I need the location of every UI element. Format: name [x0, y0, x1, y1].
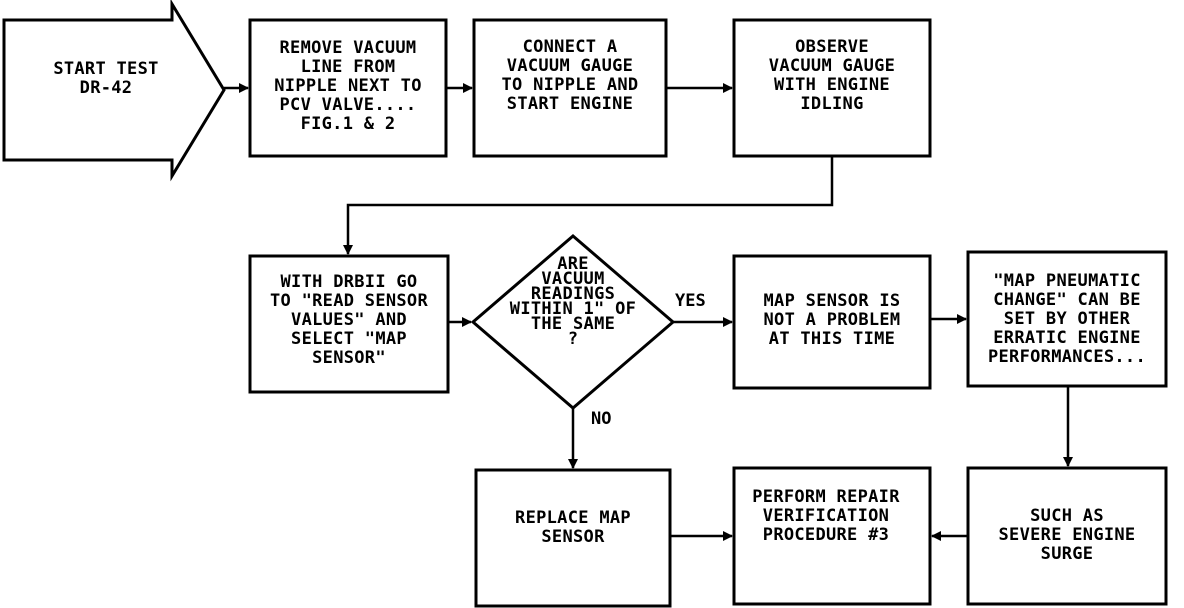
connect-gauge-box	[472, 18, 668, 158]
replace-line-1: REPLACE MAP	[515, 508, 631, 528]
decision-line-6: ?	[568, 329, 579, 349]
not-problem-box	[732, 254, 932, 390]
observe-gauge-box	[732, 18, 932, 158]
decision-line-2: VACUUM	[541, 269, 604, 289]
surge-line-2: SEVERE ENGINE	[999, 525, 1136, 545]
decision-line-4: WITHIN 1" OF	[510, 299, 636, 319]
dr-go-line-5: SENSOR"	[312, 348, 386, 368]
pneumatic-line-1: "MAP PNEUMATIC	[993, 271, 1141, 291]
dr-go-line-3: VALUES" AND	[291, 310, 407, 330]
replace-sensor-box	[474, 468, 672, 608]
connect-line-2: VACUUM GAUGE	[507, 56, 633, 76]
pneumatic-line-5: PERFORMANCES...	[988, 347, 1146, 367]
observe-line-4: IDLING	[800, 94, 863, 114]
not-problem-line-2: NOT A PROBLEM	[764, 310, 901, 330]
yes-label: YES	[675, 291, 706, 311]
observe-line-3: WITH ENGINE	[774, 75, 890, 95]
observe-line-2: VACUUM GAUGE	[769, 56, 895, 76]
observe-line-1: OBSERVE	[795, 37, 869, 57]
connect-line-1: CONNECT A	[523, 37, 618, 57]
connect-line-3: TO NIPPLE AND	[502, 75, 639, 95]
pneumatic-box	[966, 250, 1168, 388]
remove-line-5: FIG.1 & 2	[301, 114, 396, 134]
start-arrow-shape	[2, 0, 226, 182]
connect-line-4: START ENGINE	[507, 94, 633, 114]
drb-go-box	[248, 254, 450, 394]
decision-line-5: THE SAME	[531, 314, 615, 334]
start-line-2: DR-42	[80, 78, 133, 98]
remove-line-4: PCV VALVE....	[280, 95, 417, 115]
remove-line-2: LINE FROM	[301, 57, 396, 77]
pneumatic-line-3: SET BY OTHER	[1004, 309, 1131, 329]
verify-line-2: VERIFICATION	[763, 506, 889, 526]
verify-box	[732, 466, 932, 606]
remove-line-box	[248, 18, 448, 158]
pneumatic-line-4: ERRATIC ENGINE	[993, 328, 1141, 348]
remove-line-1: REMOVE VACUUM	[280, 38, 417, 58]
surge-line-3: SURGE	[1041, 544, 1094, 564]
dr-go-line-4: SELECT "MAP	[291, 329, 407, 349]
no-label: NO	[591, 409, 611, 429]
verify-line-3: PROCEDURE #3	[763, 525, 889, 545]
remove-line-3: NIPPLE NEXT TO	[274, 76, 422, 96]
not-problem-line-1: MAP SENSOR IS	[764, 291, 901, 311]
verify-line-1: PERFORM REPAIR	[752, 487, 900, 507]
not-problem-line-3: AT THIS TIME	[769, 329, 895, 349]
start-line-1: START TEST	[53, 59, 158, 79]
arrow-observe-to-drb	[343, 156, 834, 255]
surge-line-1: SUCH AS	[1030, 506, 1104, 526]
decision-line-3: READINGS	[531, 284, 615, 304]
dr-go-line-1: WITH DRBII GO	[281, 272, 418, 292]
dr-go-line-2: TO "READ SENSOR	[270, 291, 428, 311]
replace-line-2: SENSOR	[541, 527, 605, 547]
surge-box	[966, 466, 1168, 606]
decision-line-1: ARE	[557, 254, 589, 274]
pneumatic-line-2: CHANGE" CAN BE	[993, 290, 1141, 310]
